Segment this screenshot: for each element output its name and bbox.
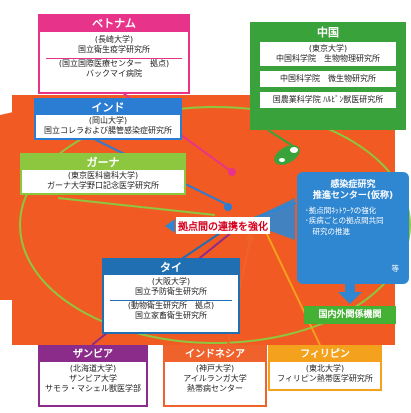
zambia-line-1: (北海道大学): [69, 364, 117, 373]
link-label-arrowhead: [165, 219, 175, 233]
ghana-box: ガーナ (東京医科歯科大学) ガーナ大学野口記念医学研究所: [20, 153, 186, 195]
thailand-sub-1: (動物衛生研究所 拠点): [127, 301, 215, 310]
zambia-header: ザンビア: [40, 347, 146, 362]
indonesia-box: インドネシア (神戸大学) アイルランガ大学 熱帯病センター: [163, 345, 267, 407]
center-arrow: [245, 198, 295, 240]
center-title: 感染症研究 推進センター(仮称): [297, 172, 409, 203]
indonesia-header: インドネシア: [165, 347, 265, 362]
philippines-box: フィリピン (東北大学) フィリピン熱帯医学研究所: [268, 345, 382, 391]
china-main: (東京大学) 中国科学院 生物物理研究所: [260, 42, 396, 66]
center-box: 感染症研究 推進センター(仮称) ･拠点間ﾈｯﾄﾜｰｸの強化 ･疾病ごとの拠点間…: [297, 172, 409, 284]
network-ring: [19, 106, 411, 344]
center-item-3: 研究の推進: [305, 226, 350, 236]
vietnam-info: (長崎大学) 国立衛生疫学研究所 (国立国際医療センター 拠点) バックマイ病院: [40, 32, 188, 79]
india-dot: [224, 203, 232, 211]
china-sub-1: 中国科学院 微生物研究所: [260, 71, 396, 87]
thailand-sub-2: 国立家畜衛生研究所: [135, 311, 207, 320]
vietnam-header: ベトナム: [40, 16, 188, 32]
center-etc: 等: [391, 264, 400, 273]
ghana-line-1: (東京医科歯科大学): [67, 171, 139, 180]
center-title-1: 感染症研究: [330, 180, 376, 190]
thailand-line-1: (大阪大学): [151, 277, 191, 286]
vietnam-sub-2: バックマイ病院: [86, 69, 142, 78]
vietnam-dot: [228, 168, 236, 176]
ghana-header: ガーナ: [22, 155, 184, 170]
philippines-line-1: (東北大学): [305, 364, 345, 373]
ghana-line-2: ガーナ大学野口記念医学研究所: [47, 181, 159, 190]
philippines-info: (東北大学) フィリピン熱帯医学研究所: [270, 362, 380, 384]
vietnam-box: ベトナム (長崎大学) 国立衛生疫学研究所 (国立国際医療センター 拠点) バッ…: [38, 14, 190, 94]
india-header: インド: [36, 100, 180, 115]
china-box: 中国 (東京大学) 中国科学院 生物物理研究所 中国科学院 微生物研究所 国農業…: [250, 22, 406, 130]
exchange-arrow: [338, 264, 362, 304]
vietnam-line-2: 国立衛生疫学研究所: [78, 45, 150, 54]
india-line-1: (岡山大学): [88, 116, 128, 125]
india-line-2: 国立コレラおよび腸管感染症研究所: [44, 126, 172, 135]
indonesia-info: (神戸大学) アイルランガ大学 熱帯病センター: [165, 362, 265, 394]
vietnam-line-1: (長崎大学): [94, 35, 134, 44]
center-item-2: ･疾病ごとの拠点間共同: [305, 216, 384, 225]
china-line-1: (東京大学): [308, 44, 348, 53]
china-sub-2: 国農業科学院 ﾊﾙﾋﾞﾝ獣医研究所: [260, 92, 396, 108]
philippines-header: フィリピン: [270, 347, 380, 362]
center-items: ･拠点間ﾈｯﾄﾜｰｸの強化 ･疾病ごとの拠点間共同 研究の推進: [297, 203, 409, 238]
ghana-info: (東京医科歯科大学) ガーナ大学野口記念医学研究所: [22, 170, 184, 191]
indonesia-line-3: 熱帯病センター: [187, 384, 243, 393]
zambia-info: (北海道大学) ザンビア大学 サモラ・マシェル獣医学部: [40, 362, 146, 394]
thailand-box: タイ (大阪大学) 国立予防衛生研究所 (動物衛生研究所 拠点) 国立家畜衛生研…: [102, 258, 240, 334]
china-line-2: 中国科学院 生物物理研究所: [276, 54, 380, 63]
indonesia-line-1: (神戸大学): [195, 364, 235, 373]
zambia-line-2: ザンビア大学: [69, 374, 117, 383]
zambia-box: ザンビア (北海道大学) ザンビア大学 サモラ・マシェル獣医学部: [38, 345, 148, 407]
vietnam-sub-1: (国立国際医療センター 拠点): [58, 59, 170, 68]
intl-box: 国内外関係機関: [304, 306, 396, 324]
thailand-info: (大阪大学) 国立予防衛生研究所 (動物衛生研究所 拠点) 国立家畜衛生研究所: [104, 275, 238, 321]
link-label: 拠点間の連携を強化: [176, 217, 270, 234]
philippines-line-2: フィリピン熱帯医学研究所: [277, 374, 373, 383]
thailand-header: タイ: [104, 260, 238, 275]
thailand-line-2: 国立予防衛生研究所: [135, 287, 207, 296]
center-item-1: ･拠点間ﾈｯﾄﾜｰｸの強化: [305, 205, 377, 215]
map-region-left: [0, 110, 22, 300]
zambia-line-3: サモラ・マシェル獣医学部: [45, 384, 141, 393]
indonesia-dot: [246, 234, 254, 242]
india-box: インド (岡山大学) 国立コレラおよび腸管感染症研究所: [34, 98, 182, 140]
china-header: 中国: [317, 26, 339, 39]
indonesia-line-2: アイルランガ大学: [183, 374, 247, 383]
india-info: (岡山大学) 国立コレラおよび腸管感染症研究所: [36, 115, 180, 136]
exchange-arrow-icon: [338, 264, 362, 304]
center-title-2: 推進センター(仮称): [312, 191, 394, 202]
